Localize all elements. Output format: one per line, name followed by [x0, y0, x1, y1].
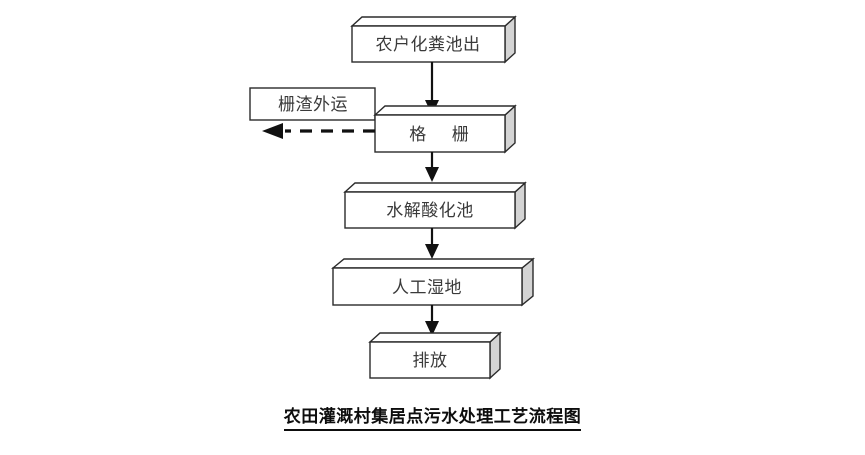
edge-screen-to-residue — [262, 123, 375, 139]
node-wetland-label: 人工湿地 — [392, 278, 462, 298]
node-septic-top-face — [350, 16, 517, 27]
edge-wetland-to-discharge — [425, 305, 439, 336]
node-wetland[interactable]: 人工湿地 — [331, 257, 535, 307]
node-septic-front-face — [351, 25, 506, 63]
node-hydrolysis-front-face — [344, 191, 516, 229]
diagram-caption-text: 农田灌溉村集居点污水处理工艺流程图 — [283, 402, 582, 431]
node-hydrolysis[interactable]: 水解酸化池 — [343, 181, 527, 230]
node-residue-box — [249, 87, 376, 121]
edge-wetland-to-discharge-arrowhead — [425, 321, 439, 336]
node-screen-label: 格 栅 — [409, 125, 478, 145]
edge-screen-to-hydrolysis-arrowhead — [425, 167, 439, 182]
node-wetland-top-face — [331, 258, 535, 269]
node-residue[interactable]: 栅渣外运 — [249, 87, 376, 121]
edge-hydrolysis-to-wetland — [425, 228, 439, 259]
node-discharge[interactable]: 排放 — [368, 331, 502, 380]
node-septic-label: 农户化粪池出 — [376, 35, 481, 55]
edge-screen-to-hydrolysis — [425, 152, 439, 182]
node-screen-top-face — [373, 105, 517, 116]
node-septic[interactable]: 农户化粪池出 — [350, 15, 517, 64]
node-discharge-front-face — [369, 341, 491, 379]
node-discharge-label: 排放 — [413, 351, 448, 371]
node-screen-front-face — [374, 114, 506, 153]
edge-screen-to-residue-arrowhead — [262, 123, 283, 139]
node-hydrolysis-top-face — [343, 182, 527, 193]
node-wetland-front-face — [332, 267, 523, 306]
node-residue-label: 栅渣外运 — [278, 95, 348, 115]
diagram-caption: 农田灌溉村集居点污水处理工艺流程图 — [0, 402, 865, 431]
edge-hydrolysis-to-wetland-arrowhead — [425, 244, 439, 259]
node-screen[interactable]: 格 栅 — [373, 104, 517, 154]
node-discharge-top-face — [368, 332, 502, 343]
node-hydrolysis-label: 水解酸化池 — [386, 201, 474, 221]
